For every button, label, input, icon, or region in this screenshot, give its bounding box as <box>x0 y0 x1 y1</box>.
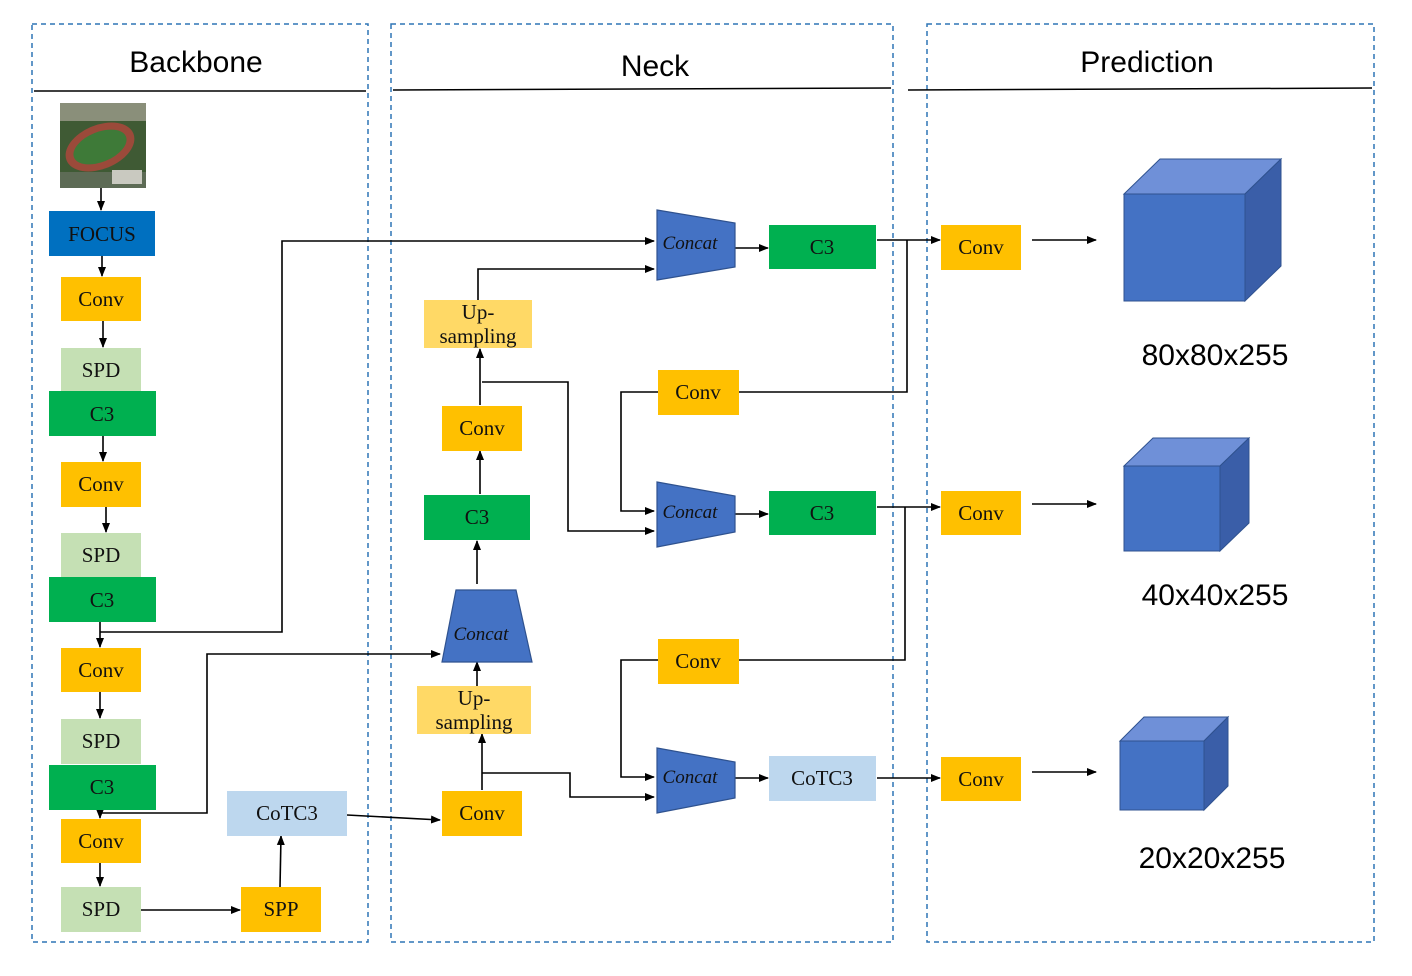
svg-text:Conv: Conv <box>459 801 505 825</box>
neck-concat-top: Concat <box>656 209 736 281</box>
input-image <box>60 103 146 188</box>
neck-concat-center: Concat <box>441 589 533 663</box>
svg-text:Conv: Conv <box>78 287 124 311</box>
neck-conv-right-upper: Conv <box>658 370 739 415</box>
prediction-header-rule <box>907 87 1373 91</box>
svg-text:Concat: Concat <box>663 233 719 254</box>
svg-text:Conv: Conv <box>675 380 721 404</box>
neck-concat-mid: Concat <box>656 481 736 548</box>
svg-text:C3: C3 <box>810 235 835 259</box>
prediction-conv-top: Conv <box>941 225 1021 270</box>
backbone-spd-3: SPD <box>61 719 141 764</box>
backbone-title: Backbone <box>129 46 262 79</box>
prediction-title: Prediction <box>1080 46 1213 79</box>
backbone-spd-4: SPD <box>61 887 141 932</box>
svg-text:Conv: Conv <box>78 829 124 853</box>
backbone-c3-3: C3 <box>49 765 156 810</box>
backbone-c3-1: C3 <box>49 391 156 436</box>
svg-text:SPD: SPD <box>82 729 121 753</box>
neck-upsampling-top: Up- sampling <box>424 300 532 348</box>
neck-c3-top: C3 <box>769 225 876 269</box>
svg-text:SPD: SPD <box>82 358 121 382</box>
svg-text:C3: C3 <box>90 402 115 426</box>
svg-text:C3: C3 <box>465 505 490 529</box>
backbone-conv-1: Conv <box>61 277 141 321</box>
svg-text:Concat: Concat <box>454 624 510 645</box>
neck-conv-bottom: Conv <box>442 791 522 836</box>
svg-text:C3: C3 <box>90 775 115 799</box>
svg-text:Conv: Conv <box>78 472 124 496</box>
svg-text:SPD: SPD <box>82 543 121 567</box>
output-size-medium: 40x40x255 <box>1142 579 1289 612</box>
svg-text:Up-: Up- <box>458 686 491 710</box>
neck-header-rule <box>392 87 892 91</box>
backbone-conv-2: Conv <box>61 462 141 507</box>
svg-text:Concat: Concat <box>663 502 719 523</box>
output-cube-large <box>1122 157 1283 303</box>
output-size-small: 20x20x255 <box>1139 842 1286 875</box>
backbone-spd-2: SPD <box>61 533 141 578</box>
svg-text:C3: C3 <box>90 588 115 612</box>
focus-block: FOCUS <box>49 211 155 256</box>
svg-text:Conv: Conv <box>675 649 721 673</box>
svg-text:SPD: SPD <box>82 897 121 921</box>
svg-text:SPP: SPP <box>263 897 298 921</box>
svg-text:Conv: Conv <box>958 235 1004 259</box>
connection-wires <box>96 188 1097 914</box>
output-cube-medium <box>1122 436 1251 553</box>
svg-text:Conv: Conv <box>78 658 124 682</box>
backbone-cotc3: CoTC3 <box>227 791 347 836</box>
output-size-large: 80x80x255 <box>1142 339 1289 372</box>
svg-text:CoTC3: CoTC3 <box>256 801 318 825</box>
output-cube-small <box>1118 715 1230 812</box>
svg-text:Conv: Conv <box>459 416 505 440</box>
neck-c3-mid: C3 <box>769 491 876 535</box>
neck-concat-bottom: Concat <box>656 747 736 814</box>
backbone-conv-3: Conv <box>61 648 141 692</box>
svg-text:FOCUS: FOCUS <box>68 222 136 246</box>
neck-upsampling-low: Up- sampling <box>417 686 531 734</box>
svg-text:sampling: sampling <box>436 710 513 734</box>
svg-text:Conv: Conv <box>958 501 1004 525</box>
backbone-spd-1: SPD <box>61 348 141 393</box>
svg-text:sampling: sampling <box>440 324 517 348</box>
backbone-panel <box>31 23 369 943</box>
neck-panel <box>390 23 894 943</box>
svg-text:Up-: Up- <box>462 300 495 324</box>
neck-c3-center: C3 <box>424 495 530 540</box>
neck-title: Neck <box>621 50 690 83</box>
prediction-conv-mid: Conv <box>941 491 1021 535</box>
svg-text:Concat: Concat <box>663 767 719 788</box>
neck-cotc3: CoTC3 <box>769 756 876 801</box>
neck-conv-center: Conv <box>442 406 522 451</box>
svg-text:Conv: Conv <box>958 767 1004 791</box>
neck-conv-right-lower: Conv <box>658 639 739 684</box>
backbone-conv-4: Conv <box>61 819 141 863</box>
prediction-panel <box>926 23 1375 943</box>
spp-block: SPP <box>241 887 321 932</box>
svg-text:CoTC3: CoTC3 <box>791 766 853 790</box>
prediction-conv-bottom: Conv <box>941 757 1021 801</box>
backbone-c3-2: C3 <box>49 577 156 622</box>
svg-text:C3: C3 <box>810 501 835 525</box>
